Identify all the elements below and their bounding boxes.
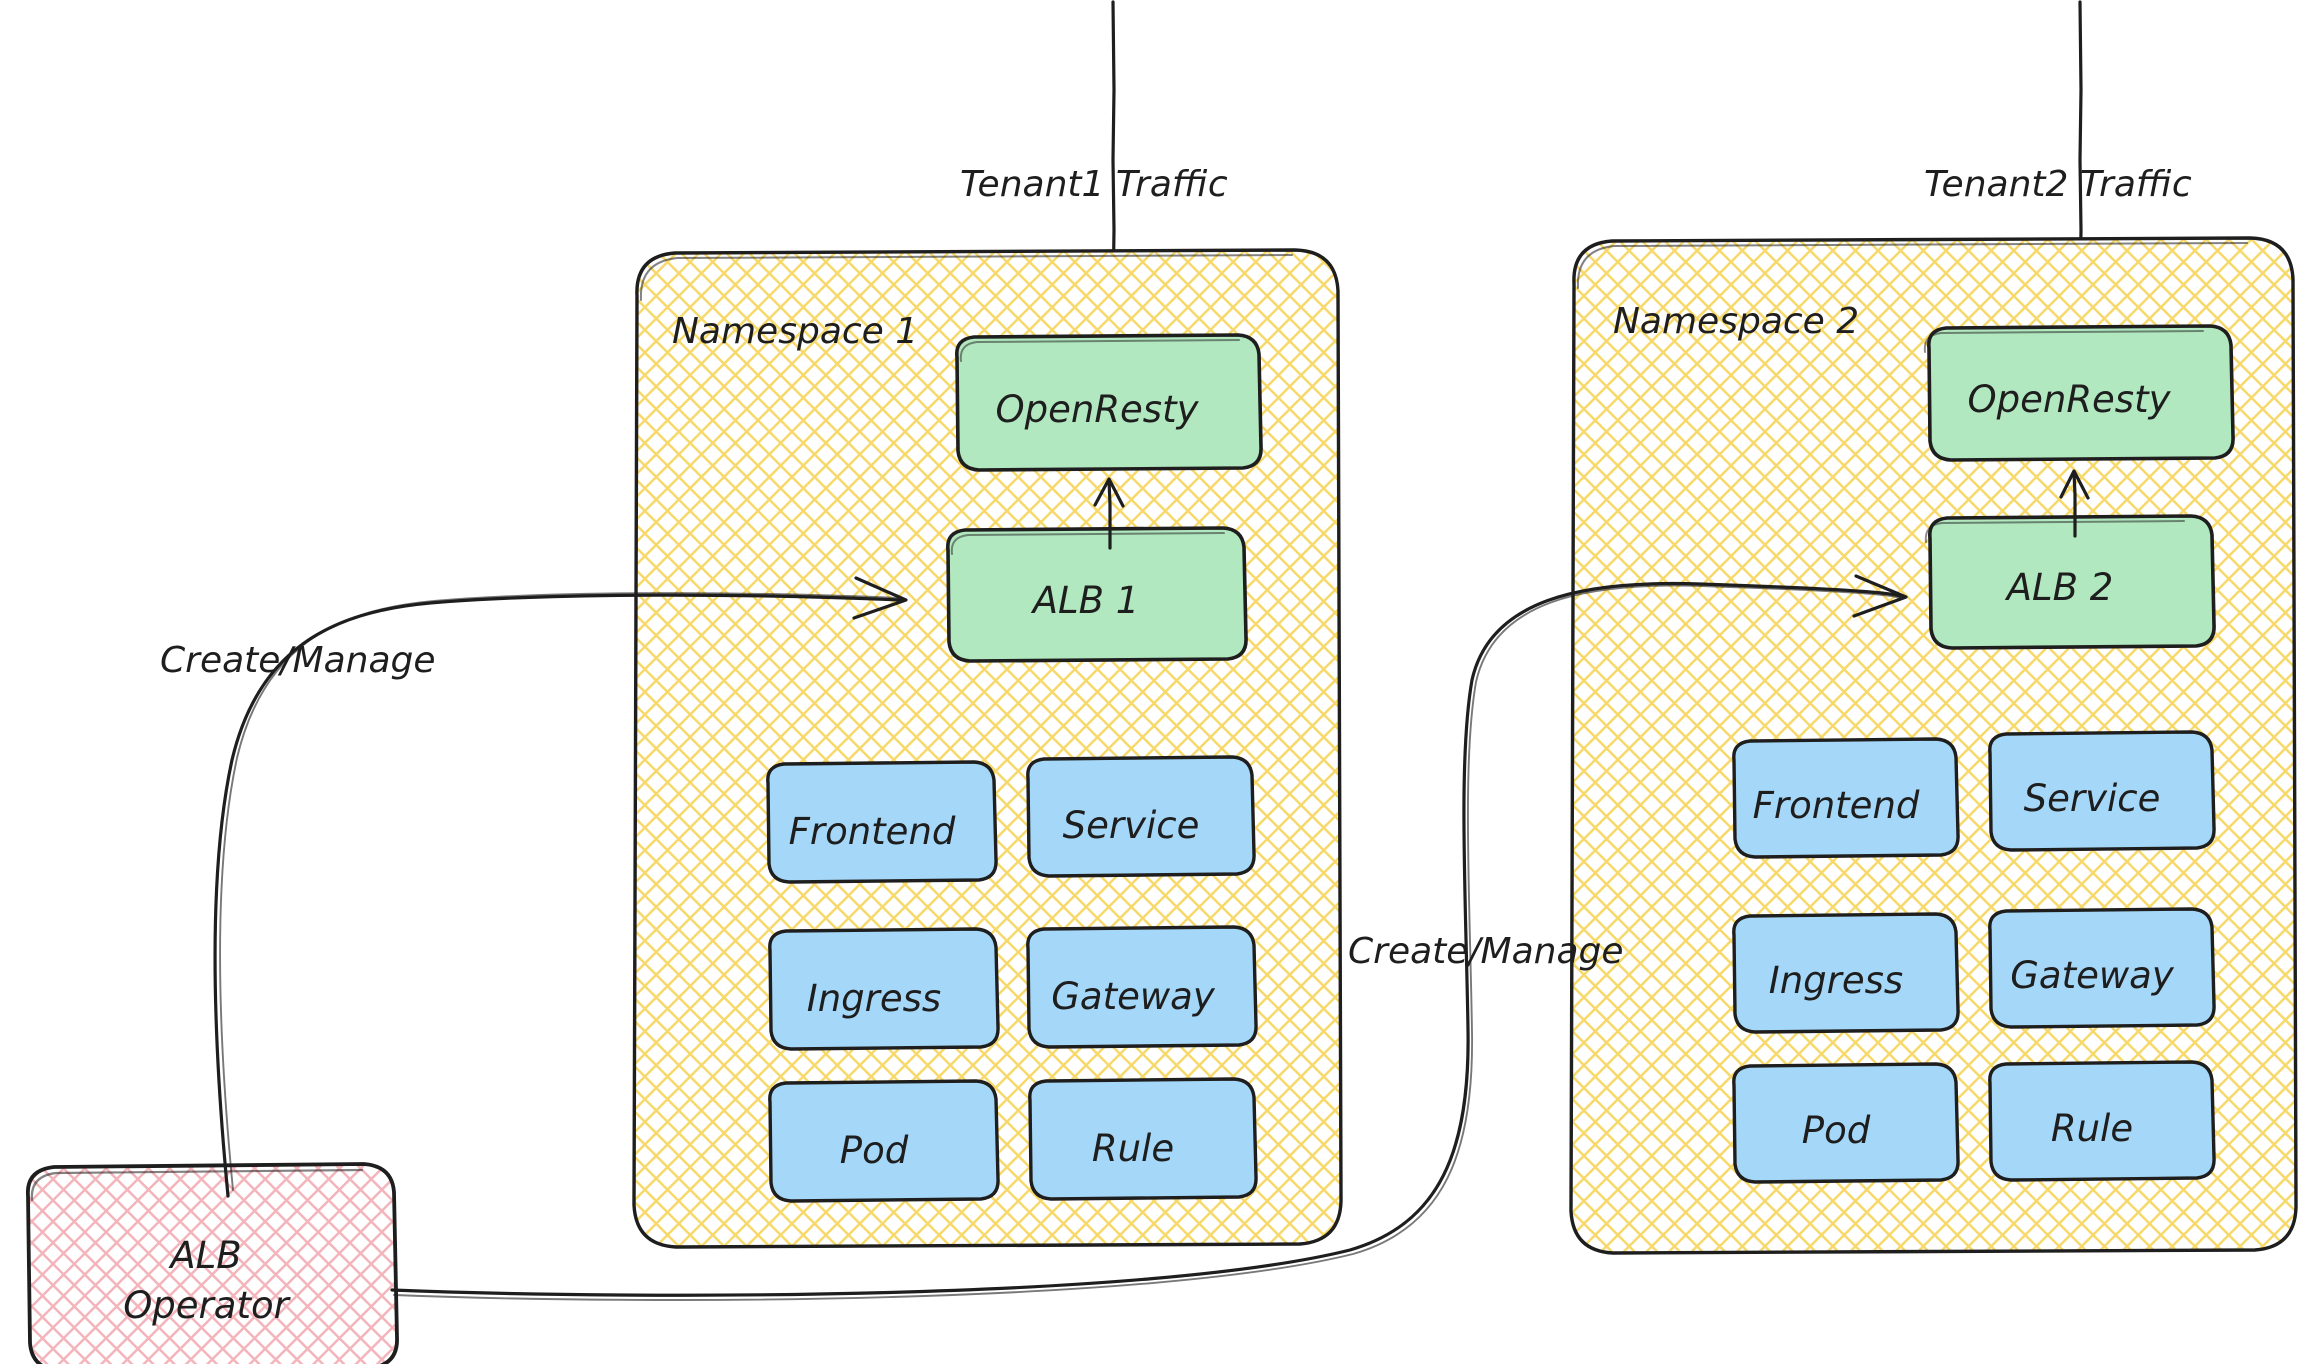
alb-operator-node[interactable] [26,1162,399,1364]
namespace-1-alb-node[interactable] [946,526,1248,663]
namespace-2-resource-pod-label: Pod [1802,1109,1871,1152]
namespace-2-resource-gateway-label: Gateway [2010,954,2175,997]
namespace-2-resource-rule-label: Rule [2051,1107,2133,1150]
operator-to-alb1-edge[interactable] [213,576,908,1198]
operator-to-alb2-label: Create/Manage [1348,931,1624,972]
namespace-2-alb-node[interactable] [1924,514,2216,650]
namespace-2-resource-frontend-label: Frontend [1753,784,1920,827]
namespace-2-resource-service[interactable] [1988,730,2216,852]
tenant2-traffic-label: Tenant2 Traffic [1924,164,2192,205]
namespace-2-openresty-node[interactable] [1923,324,2235,462]
namespace-2-resource-rule[interactable] [1988,1060,2216,1182]
namespace-1-title: Namespace 1 [672,311,918,352]
alb-operator-label-line2: Operator [123,1284,291,1327]
namespace-1-resource-ingress-label: Ingress [807,977,941,1020]
alb2-to-openresty-arrow [2059,469,2090,538]
namespace-2-openresty-label: OpenResty [1968,378,2172,421]
namespace-1-resource-frontend-label: Frontend [789,810,956,853]
namespace-2-resource-pod[interactable] [1732,1062,1960,1184]
namespace-1-openresty-node[interactable] [955,333,1263,472]
alb1-to-openresty-arrow [1093,477,1125,550]
namespace-1-resource-rule[interactable] [1028,1077,1258,1201]
alb-operator-label-line1: ALB [168,1234,241,1277]
namespace-1-resource-pod-label: Pod [840,1129,909,1172]
tenant1-traffic-label: Tenant1 Traffic [960,164,1228,205]
namespace-2-resource-gateway[interactable] [1988,907,2216,1029]
namespace-1-alb-label: ALB 1 [1031,579,1140,622]
namespace-1-resource-rule-label: Rule [1092,1127,1174,1170]
operator-to-alb1-label: Create/Manage [160,640,436,681]
namespace-1-resource-gateway[interactable] [1026,925,1258,1049]
namespace-2-resource-ingress-label: Ingress [1769,959,1903,1002]
operator-to-alb2-edge[interactable] [390,574,1908,1301]
namespace-2-resource-frontend[interactable] [1732,737,1960,859]
namespace-2-title: Namespace 2 [1613,301,1859,342]
namespace-1-resource-pod[interactable] [768,1079,1000,1203]
namespace-2-alb-label: ALB 2 [2005,566,2114,609]
namespace-1-resource-ingress[interactable] [768,927,1000,1051]
namespace-2-resource-service-label: Service [2024,777,2161,820]
namespace-1-resource-service[interactable] [1026,755,1256,878]
namespace-2-resource-ingress[interactable] [1732,912,1960,1034]
namespace-1-resource-frontend[interactable] [766,760,998,884]
namespace-1-openresty-label: OpenResty [996,388,1200,431]
namespace-1-resource-gateway-label: Gateway [1051,975,1216,1018]
namespace-1-resource-service-label: Service [1063,804,1200,847]
